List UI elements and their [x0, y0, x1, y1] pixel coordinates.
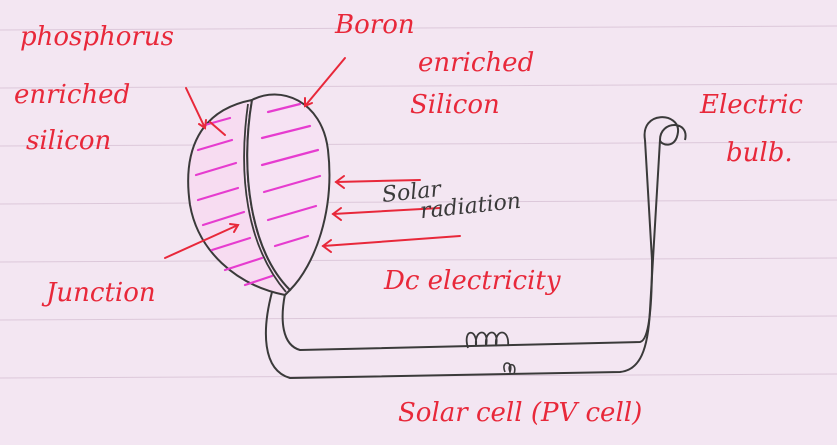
junction-label: Junction: [46, 280, 156, 306]
phosphorus-label: phosphorus: [20, 24, 174, 50]
electric-label: Electric: [700, 92, 803, 118]
dc-electricity-label: Dc electricity: [384, 268, 561, 294]
phosphorus-enriched-label: enriched: [14, 82, 130, 108]
boron-silicon-label: Silicon: [410, 92, 500, 118]
electric-bulb: [645, 117, 686, 144]
boron-enriched-label: enriched: [418, 50, 534, 76]
solar-cell-label: Solar cell (PV cell): [398, 400, 642, 426]
phosphorus-silicon-label: silicon: [26, 128, 111, 154]
boron-label: Boron: [335, 12, 415, 38]
bulb-label: bulb.: [726, 140, 793, 166]
wire-knot: [504, 363, 515, 374]
